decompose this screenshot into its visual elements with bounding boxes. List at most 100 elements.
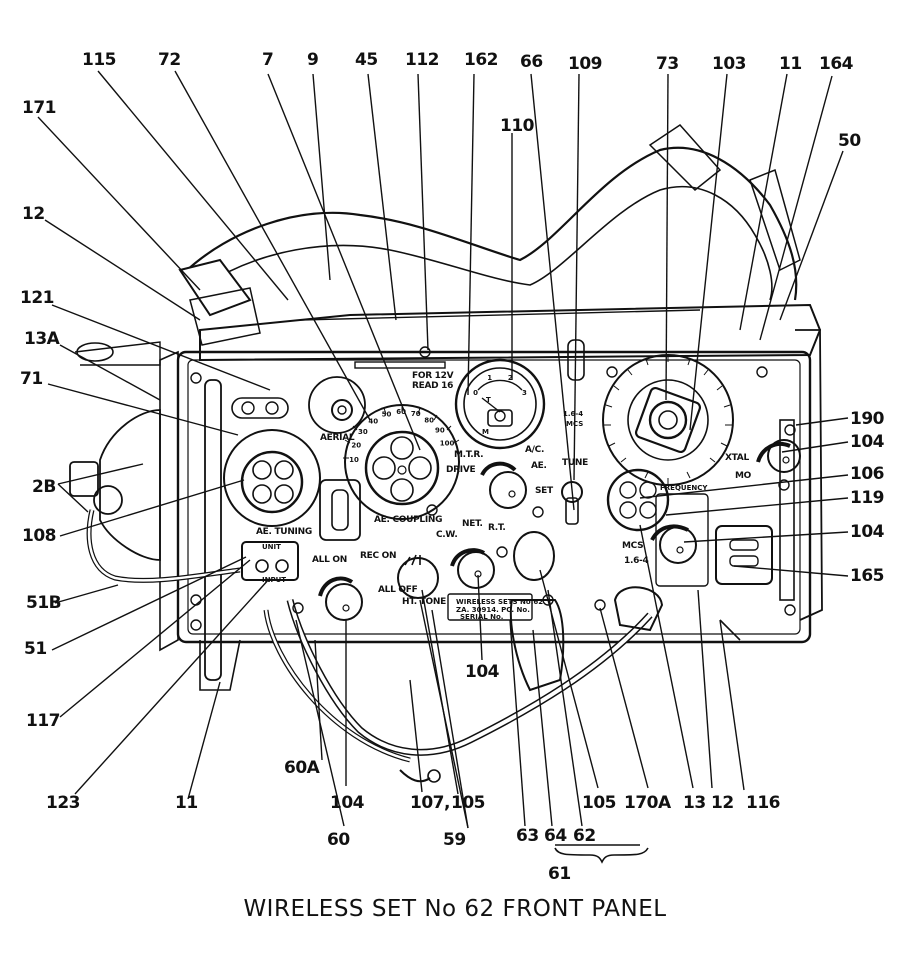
ae-tuning-knob[interactable] [240, 450, 304, 514]
callout-63: 63 [516, 826, 539, 846]
callout-190: 190 [850, 409, 885, 429]
callout-117: 117 [26, 711, 61, 731]
caption-text: WIRELESS SET No 62 FRONT PANEL [243, 896, 667, 922]
callout-59: 59 [443, 830, 466, 850]
carrying-strap [184, 146, 798, 301]
ht-tone-switch[interactable] [397, 557, 439, 599]
label-mcs-range-bottom: 1.6-4 [624, 556, 648, 566]
xtal-mo-switch[interactable] [767, 439, 801, 473]
meter-face [463, 367, 537, 441]
leader-lines [37, 70, 849, 829]
ae-set-knob[interactable] [489, 471, 527, 509]
callout-104-right-top: 104 [850, 432, 885, 452]
callout-61: 61 [548, 864, 571, 884]
scale-label: 70 [411, 410, 421, 418]
frequency-knob[interactable] [634, 386, 702, 454]
meter-label-t: T [486, 396, 491, 404]
callout-60a: 60A [284, 758, 320, 778]
cable-loop-inner [263, 609, 411, 763]
side-bracket-right [795, 329, 823, 621]
callout-171: 171 [22, 98, 57, 118]
scale-label: 1 [487, 374, 492, 382]
ae-tuning-dial[interactable] [223, 429, 321, 527]
mounting-plate-left [99, 409, 161, 561]
power-switch[interactable] [325, 583, 363, 621]
handle-rod-left [204, 379, 222, 681]
bandspread-dial[interactable] [606, 468, 670, 532]
callout-12-left: 12 [22, 204, 45, 224]
callout-12-bottom: 12 [711, 793, 734, 813]
callout-104-right-mid: 104 [850, 522, 885, 542]
callout-115: 115 [82, 50, 117, 70]
af-input-socket[interactable] [241, 541, 299, 581]
label-read-16: READ 16 [412, 381, 453, 391]
callout-11-bottom: 11 [175, 793, 198, 813]
meter-arc [477, 379, 523, 391]
headset-plug[interactable] [509, 599, 565, 692]
callout-116: 116 [746, 793, 781, 813]
ae-coupling-dial[interactable] [344, 404, 460, 520]
scale-label: 50 [382, 411, 392, 419]
strap-webbing-right [749, 168, 801, 272]
label-rt: R.T. [488, 523, 506, 533]
socket-165[interactable] [715, 525, 773, 585]
callout-109: 109 [568, 54, 603, 74]
callout-105-left: 105 [451, 793, 486, 813]
label-af-tuning: AE. TUNING [256, 527, 312, 537]
panel-screws [190, 346, 796, 631]
cable-170a-plug[interactable] [613, 586, 664, 632]
nameplate [447, 593, 533, 621]
callout-104-bottom-left: 104 [330, 793, 365, 813]
label-mcs-range-top: 1.6-4 [563, 410, 583, 418]
scale-label: 2 [508, 374, 513, 382]
label-all-off: ALL OFF [378, 585, 418, 595]
callout-107: 107, [410, 793, 450, 813]
aerial-terminal[interactable] [308, 376, 366, 434]
callout-2b: 2B [32, 477, 56, 497]
meter-bezel [454, 358, 546, 450]
tune-toggle-switch[interactable] [561, 481, 583, 503]
label-unit: UNIT [262, 543, 281, 551]
callout-119: 119 [850, 488, 885, 508]
scale-label: 80 [424, 416, 434, 424]
callout-13a: 13A [24, 329, 60, 349]
strap-tail-right [648, 124, 722, 192]
scale-label: 10 [349, 456, 359, 464]
slot-plate [354, 361, 446, 369]
label-afc: A/C. [525, 445, 544, 455]
cw-net-rt-switch[interactable] [457, 551, 495, 589]
callout-11-top: 11 [779, 54, 802, 74]
strap-buckle-left [178, 258, 252, 317]
callout-64: 64 [544, 826, 567, 846]
callout-66: 66 [520, 52, 543, 72]
fuse-holder [231, 397, 289, 419]
label-mcs-bottom: MCS [622, 541, 643, 551]
callout-7: 7 [262, 50, 274, 70]
dial-lock-lever[interactable] [319, 479, 361, 541]
label-set: SET [535, 486, 554, 496]
clamp-wheel [93, 485, 123, 515]
label-mtr: M.T.R. [454, 450, 483, 460]
ae-coupling-knob[interactable] [364, 430, 440, 506]
label-xtal: XTAL [725, 453, 749, 463]
label-all-on: ALL ON [312, 555, 347, 565]
strap-inner [204, 185, 773, 301]
scale-label: 90 [435, 427, 445, 435]
callout-13: 13 [683, 793, 706, 813]
headset-socket[interactable] [513, 531, 555, 581]
nameplate-line-3: SERIAL No. [460, 613, 503, 621]
label-ae: AE. [531, 461, 547, 471]
frequency-dial[interactable] [602, 354, 734, 486]
scale-label: 100 [440, 440, 455, 448]
nameplate-line-1: WIRELESS SETS No.62 [456, 598, 543, 606]
callout-60: 60 [327, 830, 350, 850]
scale-label: 30 [358, 428, 368, 436]
clamp-knob-2b [69, 461, 99, 497]
figure-caption: WIRELESS SET No 62 FRONT PANEL [0, 896, 918, 922]
meter-label-m: M [482, 428, 489, 436]
callout-112: 112 [405, 50, 440, 70]
mcs-range-switch[interactable] [659, 526, 697, 564]
